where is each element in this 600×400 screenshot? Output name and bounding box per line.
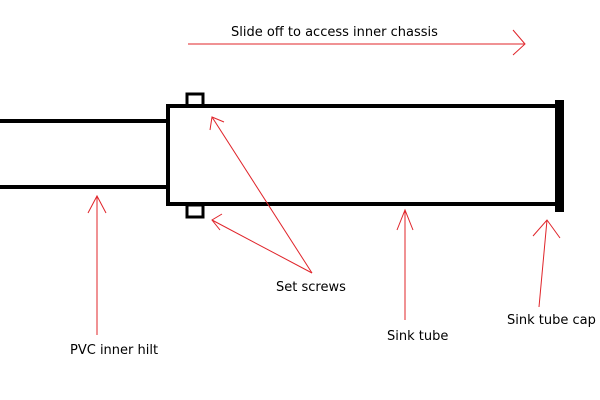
sink-tube-cap-label: Sink tube cap [507,313,596,328]
pvc-inner-hilt-label: PVC inner hilt [70,343,158,358]
sink-tube [166,104,558,206]
sink-tube-cap [555,100,564,212]
set-screws-arrows [209,116,313,274]
pvc-inner-hilt [0,119,169,189]
slide-off-arrow [188,29,526,56]
set-screws-label: Set screws [276,280,346,295]
set-screw-bottom [185,203,205,219]
sink-tube-cap-arrow [532,219,561,308]
slide-off-label: Slide off to access inner chassis [231,25,438,40]
sink-tube-arrow [396,208,414,320]
set-screw-top [185,92,205,108]
pvc-inner-hilt-arrow [87,194,107,335]
sink-tube-label: Sink tube [387,329,448,344]
